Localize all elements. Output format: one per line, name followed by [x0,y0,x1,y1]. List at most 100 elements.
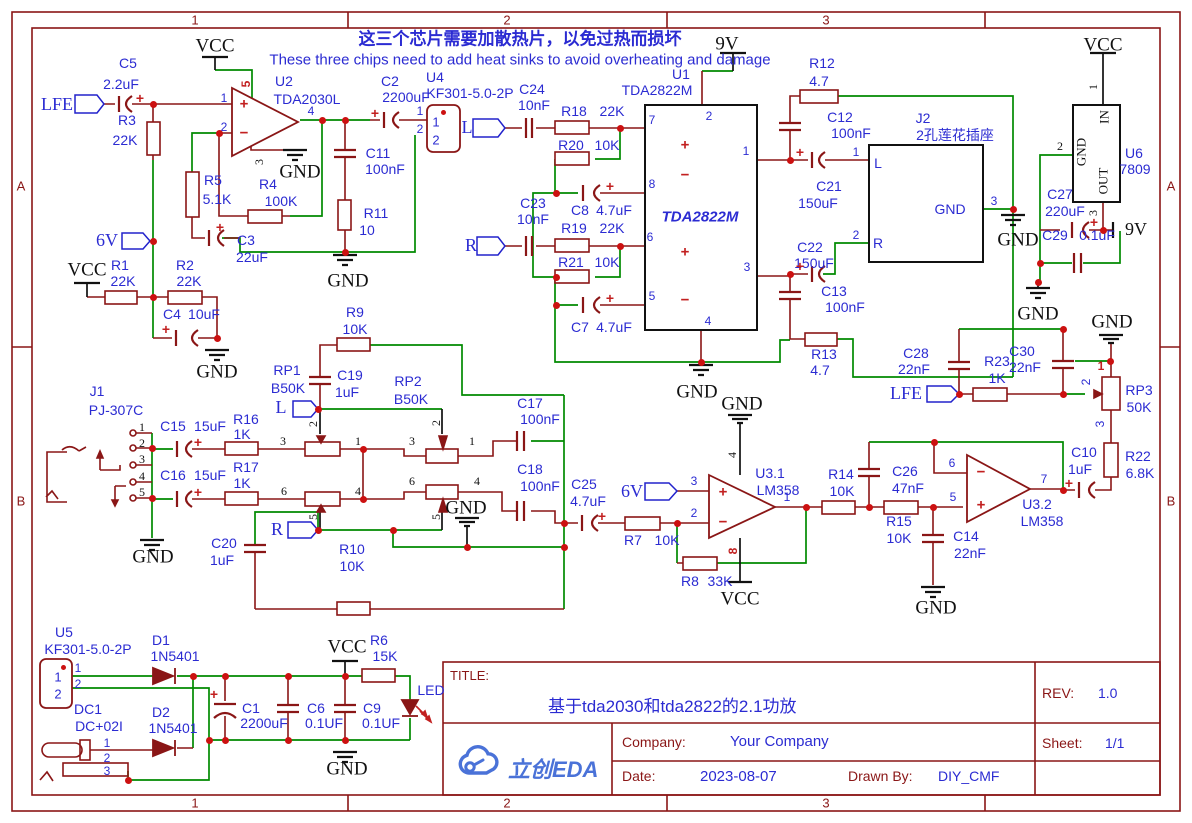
gnd-u1-text: GND [676,381,718,403]
c20-ref: C20 [211,535,237,551]
c8-plus: + [605,178,615,194]
r19-val: 22K [599,220,625,236]
sheet-label: Sheet: [1042,735,1083,751]
junction-dot [955,390,963,398]
wires-green[interactable] [72,69,1121,781]
c3-val: 22uF [236,249,268,265]
junction-dot [802,503,810,511]
u32-minus: − [976,463,986,481]
d1-val: 1N5401 [150,648,200,664]
r14-ref: R14 [828,466,854,482]
d1-ref: D1 [152,632,170,648]
r4-val: 100K [264,193,298,209]
flag-l1-text: L [275,397,287,417]
u32-p6: 6 [948,456,956,470]
J1-jack[interactable] [45,429,137,508]
vcc-u6: VCC [1083,34,1123,56]
flag-r2 [476,236,506,256]
date-value: 2023-08-07 [700,768,777,785]
junction-dot [560,519,568,527]
c25-plus: + [597,508,607,524]
c1-plus: + [209,686,219,702]
gnd-r11-text: GND [327,270,369,292]
c30-val: 22nF [1009,359,1041,375]
gnd-j2-text: GND [997,229,1039,251]
u31-val: LM358 [756,482,800,498]
junction-dot [1034,278,1042,286]
r11-ref: R11 [363,205,389,221]
junction-dot [205,736,213,744]
u4-p2: 2 [416,122,424,136]
j1-ref: J1 [89,383,105,399]
u5-val: KF301-5.0-2P [44,641,132,657]
lceda-logo-text: 立创EDA [508,757,599,782]
r8-val: 33K [707,573,733,589]
c21-plus: + [795,144,805,160]
junction-dot [215,129,223,137]
J2-body [868,144,984,263]
c10-plus: + [1064,475,1074,491]
u31-p3: 3 [690,474,698,488]
c5-plus: + [135,90,145,106]
junction-dot [389,526,397,534]
j1-p3: 3 [139,452,145,466]
vcc-u31: VCC [720,588,760,610]
c21-val: 150uF [798,195,838,211]
u31-p2: 2 [690,506,698,520]
u5-p1-in: 1 [54,669,62,685]
r2-ref: R2 [176,257,194,273]
junction-dot [1059,325,1067,333]
u1-ref: U1 [672,66,690,82]
u4-p2-in: 2 [432,132,440,148]
U6-body [1072,104,1121,203]
u4-ref: U4 [426,69,444,85]
diodes[interactable] [152,666,433,758]
gnd-c4-text: GND [196,361,238,383]
u31-minus: − [718,513,728,531]
c11-ref: C11 [365,145,391,161]
gnd-j1-text: GND [132,546,174,568]
u2-p3: 3 [252,159,266,165]
capacitors-polar[interactable] [117,95,1096,719]
c7-val: 4.7uF [596,319,632,335]
r12-ref: R12 [809,55,835,71]
junction-dot [786,270,794,278]
DC1-jack[interactable] [39,739,129,782]
potentiometers[interactable] [304,376,1121,513]
c19-val: 1uF [334,384,360,400]
U3-1-opamp [708,473,778,540]
resistors[interactable] [104,89,1119,683]
annotation-en: These three chips need to add heat sinks… [269,51,771,69]
c15-ref: C15 [160,418,186,434]
u32-p5: 5 [949,490,957,504]
u32-ref: U3.2 [1022,496,1052,512]
capacitors-nonpolar[interactable] [244,118,1083,714]
u31-ref: U3.1 [755,465,785,481]
junction-dot [786,156,794,164]
junction-dot [1059,390,1067,398]
dc1-val: DC+02I [75,718,123,734]
r10-ref: R10 [339,541,365,557]
U3-2-opamp [966,453,1032,524]
ic-boxes[interactable] [39,104,1121,709]
c9-val: 0.1UF [361,715,401,731]
frame-col-top-1: 1 [191,12,199,28]
led-label: LED [417,682,445,698]
flag-r2-text: R [464,235,478,255]
rp3-p1: 1 [1097,359,1105,373]
junction-dot [341,672,349,680]
c5-ref: C5 [119,55,137,71]
rp2-p3: 3 [409,434,415,448]
junction-dot [221,736,229,744]
j1-p4: 4 [139,469,145,483]
c17-val: 100nF [520,411,560,427]
c7-plus: + [605,290,615,306]
c25-ref: C25 [571,476,597,492]
r22-val: 6.8K [1125,465,1155,481]
u2-p2: 2 [220,120,228,134]
u31-plus: + [718,483,728,501]
gnd-rp3-text: GND [1091,311,1133,333]
